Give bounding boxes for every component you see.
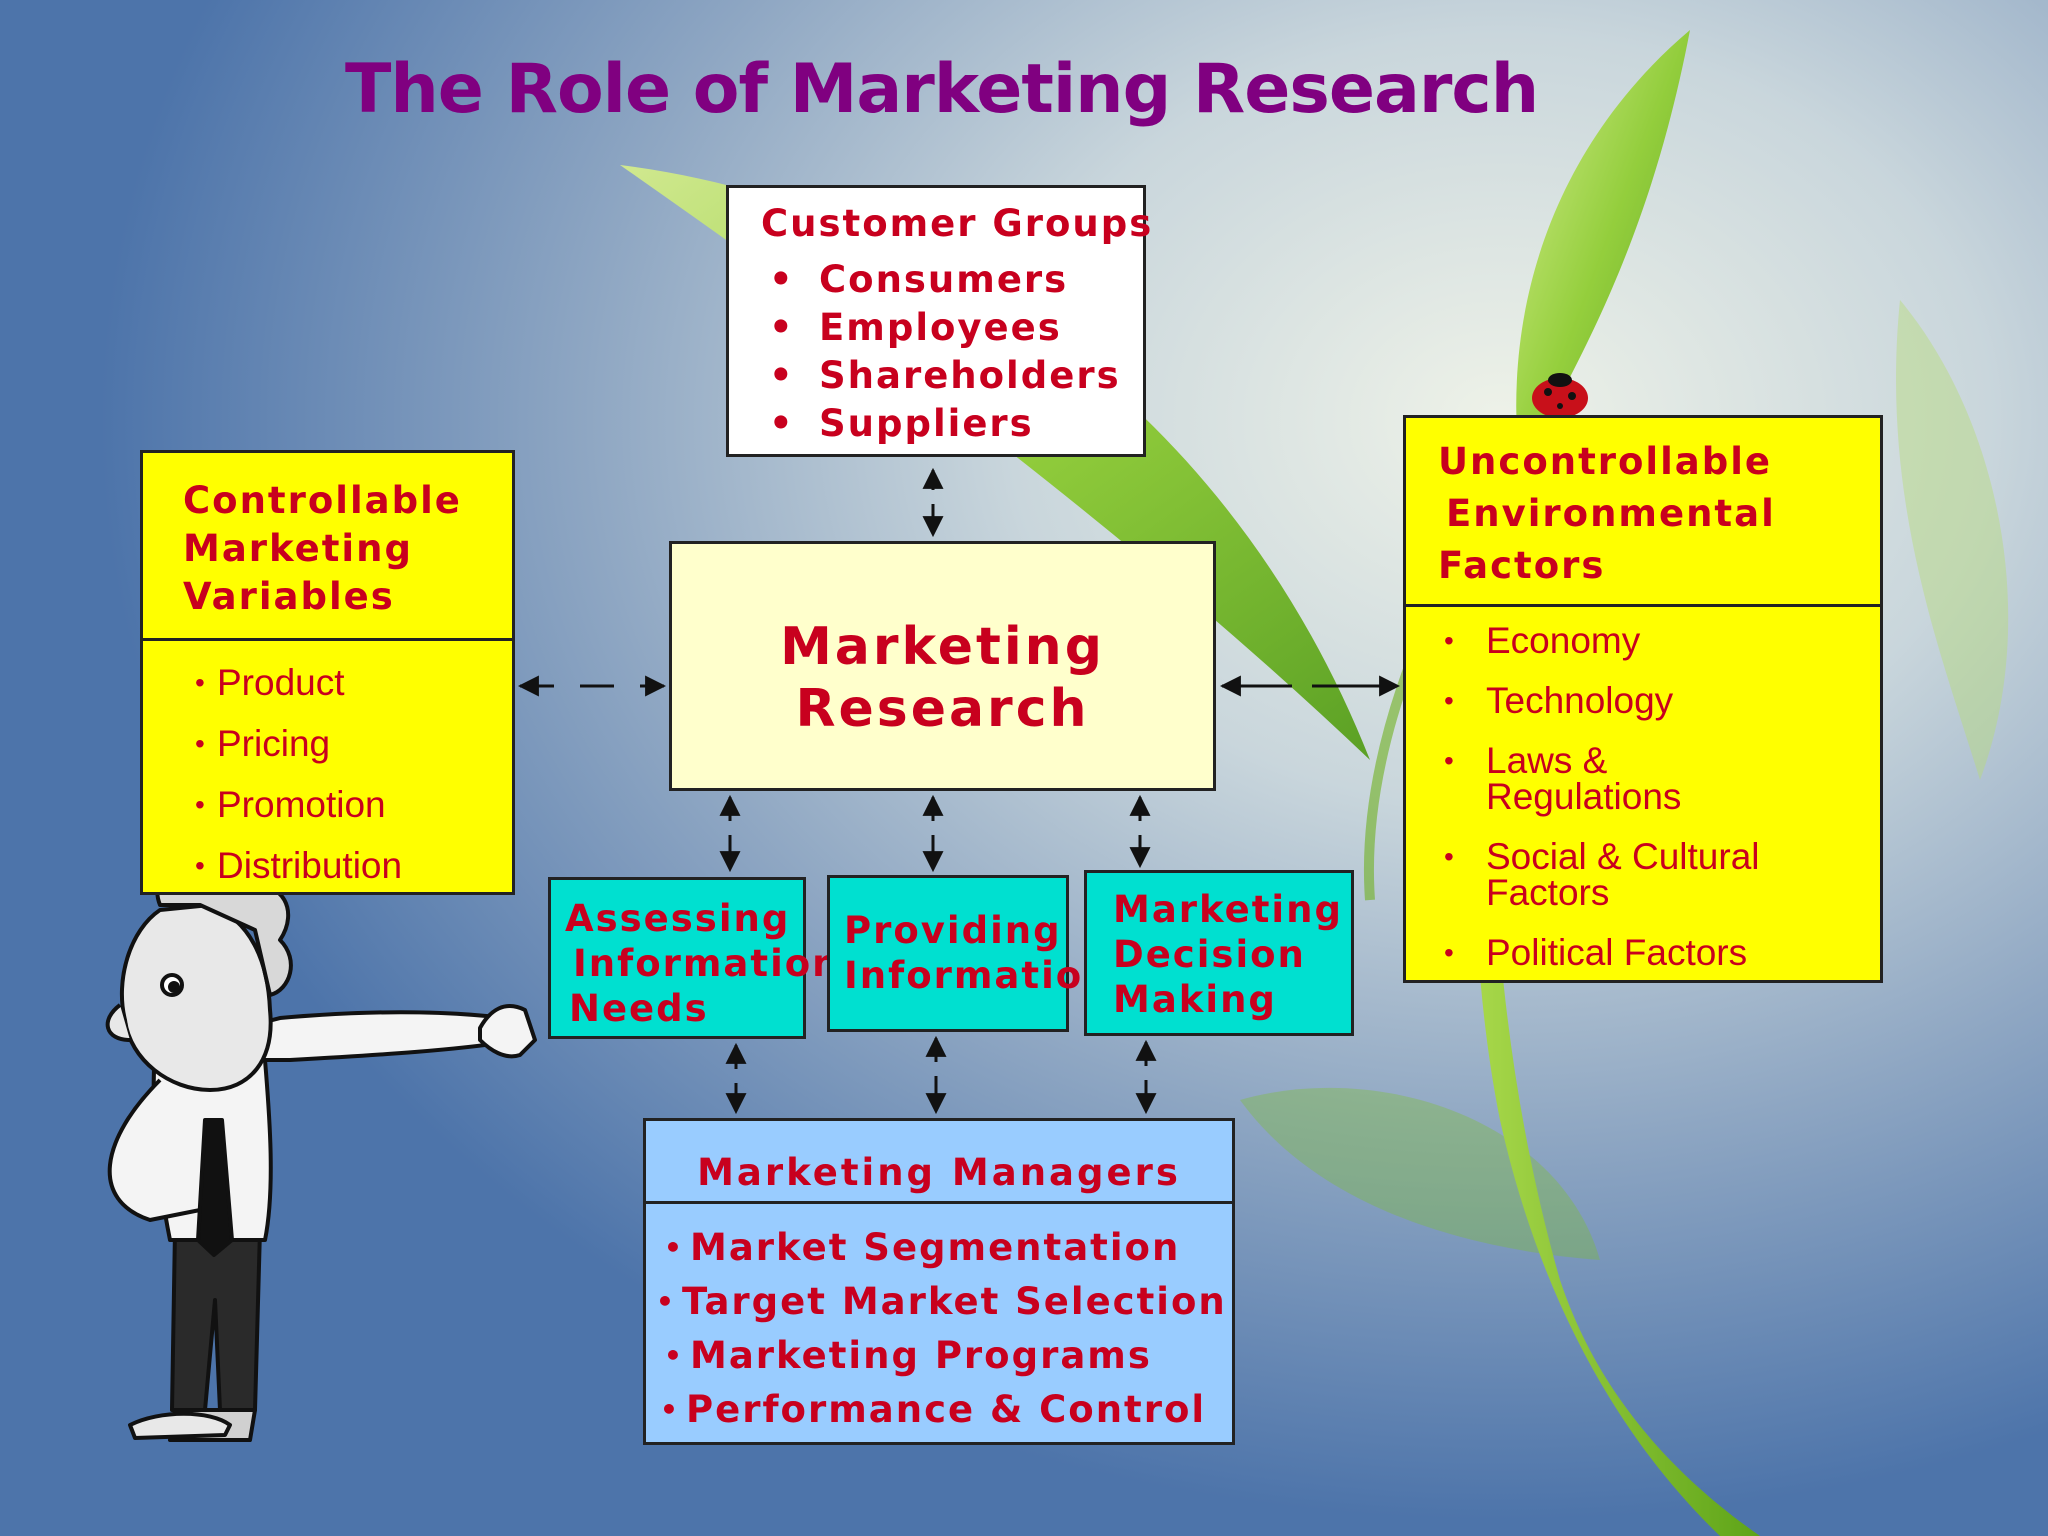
marketing-research-heading: Marketing Research: [780, 617, 1105, 739]
marketing-research-box: Marketing Research: [669, 541, 1216, 791]
leaf-illustration: [620, 30, 2009, 1536]
divider: [143, 638, 512, 641]
managers-heading: Marketing Managers: [697, 1151, 1181, 1194]
managers-list: •Market Segmentation •Target Market Sele…: [656, 1221, 1227, 1437]
list-item: •Economy: [1444, 620, 1641, 661]
cartoon-man-illustration: [105, 860, 537, 1442]
list-item: •Marketing Programs: [664, 1334, 1152, 1377]
divider: [1406, 604, 1880, 607]
list-item: •Suppliers: [769, 402, 1034, 445]
list-item: •Technology: [1444, 680, 1674, 721]
divider: [646, 1201, 1232, 1204]
uncontrollable-factors-box: Uncontrollable Environmental Factors •Ec…: [1403, 415, 1883, 983]
list-item: •Performance & Control: [660, 1388, 1207, 1431]
uncontrollable-list: •Economy •Technology •Laws & Regulations…: [1444, 620, 1876, 995]
customer-groups-box: Customer Groups •Consumers •Employees •S…: [726, 185, 1151, 457]
list-item: •Market Segmentation: [664, 1226, 1181, 1269]
list-item: •Promotion: [195, 784, 386, 825]
marketing-managers-box: Marketing Managers •Market Segmentation …: [643, 1118, 1235, 1445]
marketing-decision-making-box: Marketing Decision Making: [1084, 870, 1354, 1036]
list-item: •Political Factors: [1444, 932, 1748, 973]
list-item: •Product: [195, 662, 345, 703]
list-item: •Pricing: [195, 723, 331, 764]
controllable-variables-box: Controllable Marketing Variables •Produc…: [140, 450, 515, 895]
decision-heading: Marketing Decision Making: [1113, 888, 1343, 1021]
customer-groups-heading: Customer Groups: [761, 202, 1154, 245]
list-item: •Target Market Selection: [656, 1280, 1227, 1323]
list-item: •Shareholders: [769, 354, 1121, 397]
controllable-list: •Product •Pricing •Promotion •Distributi…: [195, 658, 402, 902]
assessing-heading: Assessing Information Needs: [565, 897, 841, 1030]
customer-groups-list: •Consumers •Employees •Shareholders •Sup…: [769, 256, 1121, 448]
list-item: •Consumers: [769, 258, 1069, 301]
list-item: •Social & Cultural Factors: [1444, 836, 1760, 913]
providing-information-box: Providing Information: [827, 875, 1110, 1032]
list-item: •Distribution: [195, 845, 403, 886]
assessing-information-needs-box: Assessing Information Needs: [548, 877, 839, 1039]
page-title: The Role of Marketing Research: [345, 50, 1539, 129]
list-item: •Employees: [769, 306, 1062, 349]
ladybug-icon: [1532, 373, 1588, 418]
providing-heading: Providing Information: [844, 909, 1112, 997]
controllable-heading: Controllable Marketing Variables: [183, 479, 462, 618]
uncontrollable-heading: Uncontrollable Environmental Factors: [1438, 440, 1776, 587]
list-item: •Laws & Regulations: [1444, 740, 1682, 817]
